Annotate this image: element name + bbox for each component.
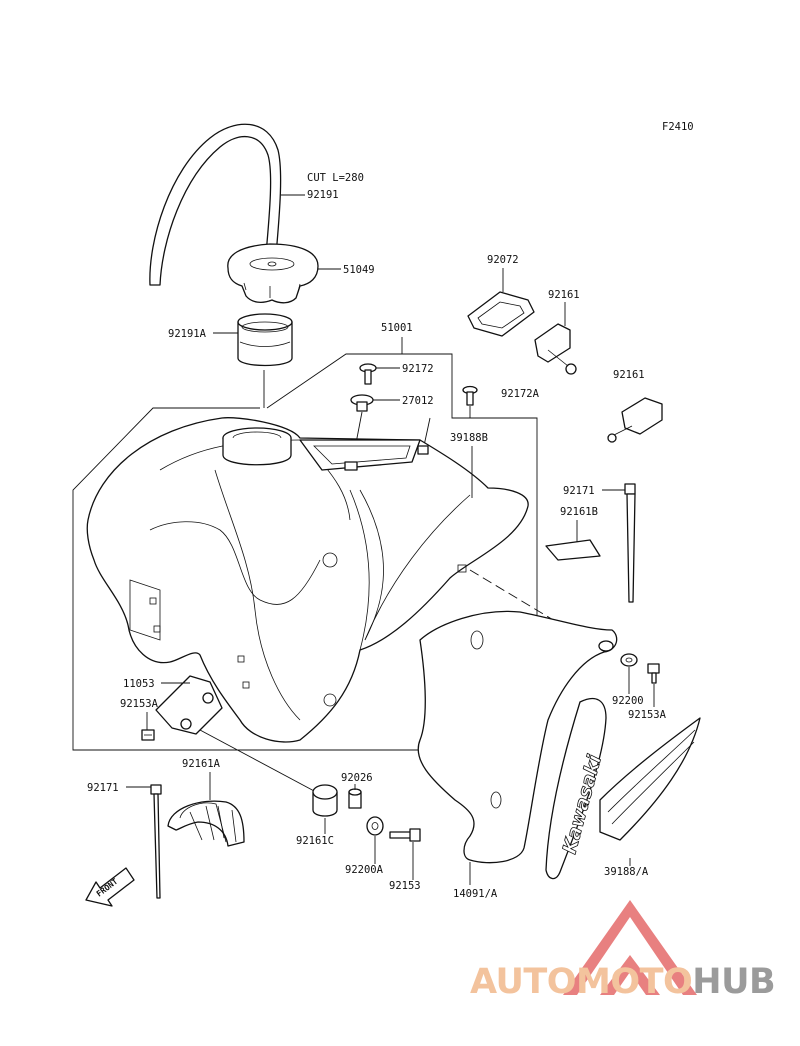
label-92191A: 92191A [168, 328, 207, 340]
bolt-92153A-right [647, 663, 660, 684]
cushion-92161A [167, 800, 245, 847]
grommet-92161C [312, 784, 338, 817]
label-92172A: 92172A [501, 388, 540, 400]
label-92200A: 92200A [345, 864, 384, 876]
label-92200: 92200 [612, 695, 644, 707]
washer-92200A [366, 816, 384, 836]
label-14091A: 14091/A [453, 888, 498, 900]
label-51001: 51001 [381, 322, 413, 334]
label-51049: 51049 [343, 264, 375, 276]
bolt-92153 [389, 828, 421, 842]
label-cut-note: CUT L=280 [307, 172, 364, 184]
bracket-11053 [155, 675, 223, 735]
cable-tie-left [150, 784, 162, 899]
label-92161C: 92161C [296, 835, 334, 847]
watermark-part2: HUB [692, 962, 775, 1002]
fuel-tank [86, 417, 529, 743]
filler-ring [237, 313, 293, 367]
label-92161B: 92161B [560, 506, 598, 518]
label-92171-right: 92171 [563, 485, 595, 497]
label-11053: 11053 [123, 678, 155, 690]
figure-code: F2410 [662, 121, 694, 133]
clip-92161-b [607, 397, 663, 443]
label-92191: 92191 [307, 189, 339, 201]
label-92172: 92172 [402, 363, 434, 375]
shroud-14091A [417, 610, 618, 864]
fuel-cap [227, 243, 319, 304]
screw-92172A [462, 385, 478, 406]
label-92026: 92026 [341, 772, 373, 784]
label-39188A: 39188/A [604, 866, 649, 878]
pad-92161B [545, 539, 601, 561]
label-92161A: 92161A [182, 758, 221, 770]
label-92153: 92153 [389, 880, 421, 892]
decal-39188A: Kawasaki [545, 697, 701, 880]
label-92072: 92072 [487, 254, 519, 266]
bolt-92153A-left [141, 729, 155, 741]
label-92153A-left: 92153A [120, 698, 159, 710]
clip-92161-a [534, 323, 577, 375]
watermark-logo: AUTOMOTOHUB [470, 900, 776, 1002]
cable-tie-right [624, 483, 636, 603]
washer-92200 [620, 653, 638, 667]
grommet-27012 [350, 394, 374, 412]
watermark-text: AUTOMOTOHUB [470, 962, 775, 1002]
watermark-triangle-icon [563, 900, 697, 995]
label-92171-left: 92171 [87, 782, 119, 794]
watermark-part1: AUTOMOTO [470, 962, 692, 1002]
label-92153A-right: 92153A [628, 709, 667, 721]
label-39188B: 39188B [450, 432, 488, 444]
label-92161-a: 92161 [548, 289, 580, 301]
screw-92172 [359, 363, 377, 385]
label-92161-b: 92161 [613, 369, 645, 381]
strap-92072 [467, 291, 535, 337]
collar-92026 [348, 788, 362, 809]
label-27012: 27012 [402, 395, 434, 407]
front-arrow-icon: FRONT [85, 867, 135, 907]
